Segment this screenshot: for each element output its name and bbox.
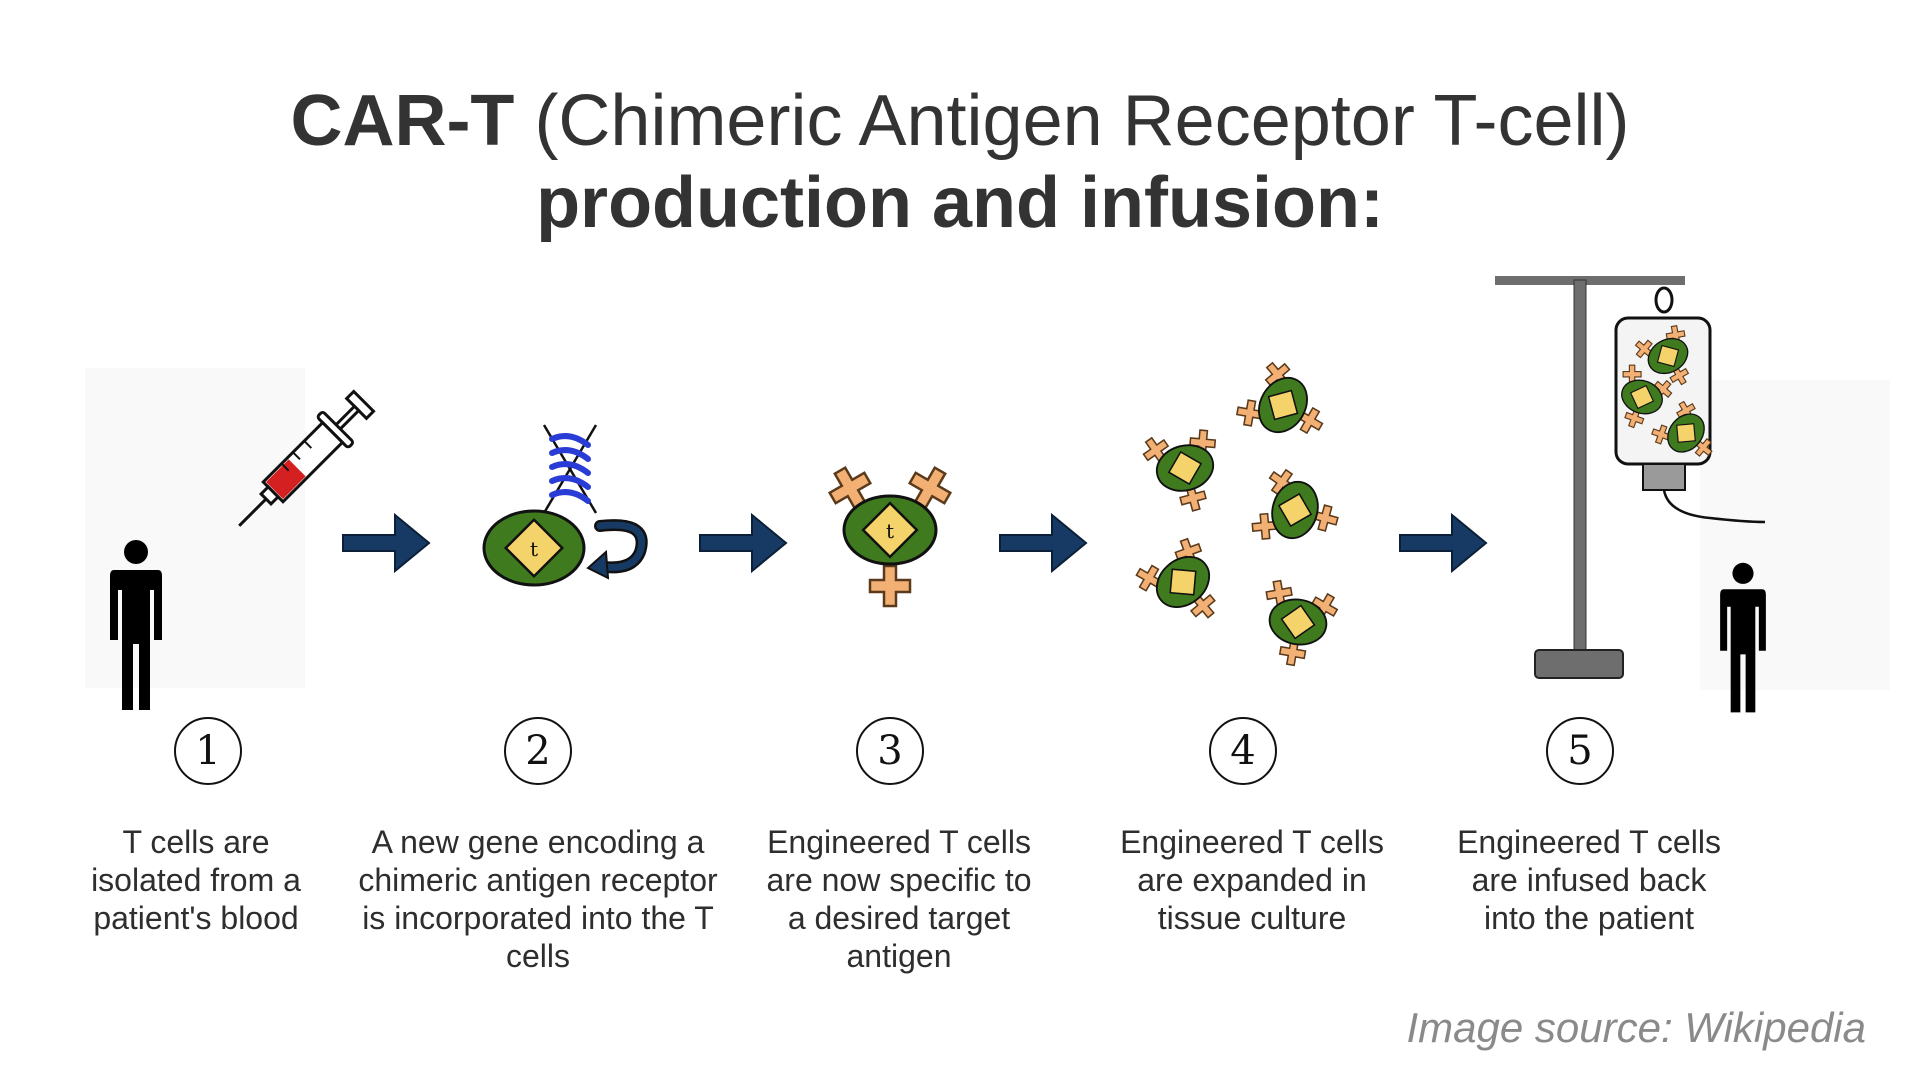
arrow-icon-1 xyxy=(342,514,430,572)
step-number-5: 5 xyxy=(1546,717,1614,785)
title-bold: CAR-T xyxy=(290,81,515,161)
dna-icon xyxy=(542,424,598,514)
step-number-1: 1 xyxy=(174,717,242,785)
syringe-icon xyxy=(238,389,376,527)
step-description-5: Engineered T cells are infused back into… xyxy=(1457,824,1721,936)
step-description-3: Engineered T cells are now specific to a… xyxy=(766,824,1032,974)
iv-bag-icon xyxy=(1604,286,1766,524)
curved-arrow-icon xyxy=(586,519,648,580)
t-cell-step2: t xyxy=(482,509,586,587)
step5-panel xyxy=(1700,380,1890,690)
title-line2: production and infusion: xyxy=(536,163,1384,243)
t-cell-expanded xyxy=(1136,418,1234,520)
step-number-3: 3 xyxy=(856,717,924,785)
iv-stand-icon xyxy=(1495,276,1685,679)
title-light: (Chimeric Antigen Receptor T-cell) xyxy=(534,81,1630,161)
arrow-icon-2 xyxy=(699,514,787,572)
step-number-4: 4 xyxy=(1209,717,1277,785)
t-cell-step3: t xyxy=(821,459,959,608)
arrow-icon-3 xyxy=(999,514,1087,572)
step-description-2: A new gene encoding a chimeric antigen r… xyxy=(358,824,718,974)
cell-label: t xyxy=(530,537,538,561)
t-cell-expanded xyxy=(1127,525,1241,640)
step-number-2: 2 xyxy=(504,717,572,785)
t-cell-expanded xyxy=(1252,575,1344,672)
t-cell-expanded xyxy=(1228,350,1340,460)
page-title: CAR-T (Chimeric Antigen Receptor T-cell)… xyxy=(0,80,1920,244)
step-description-4: Engineered T cells are expanded in tissu… xyxy=(1120,824,1384,936)
step-description-1: T cells are isolated from a patient's bl… xyxy=(91,824,301,936)
cell-label: t xyxy=(886,519,894,543)
image-source-caption: Image source: Wikipedia xyxy=(1406,1004,1867,1051)
arrow-icon-4 xyxy=(1399,514,1487,572)
step1-panel xyxy=(85,368,305,688)
expanded-cells xyxy=(1127,350,1348,671)
t-cell-expanded xyxy=(1245,461,1347,559)
